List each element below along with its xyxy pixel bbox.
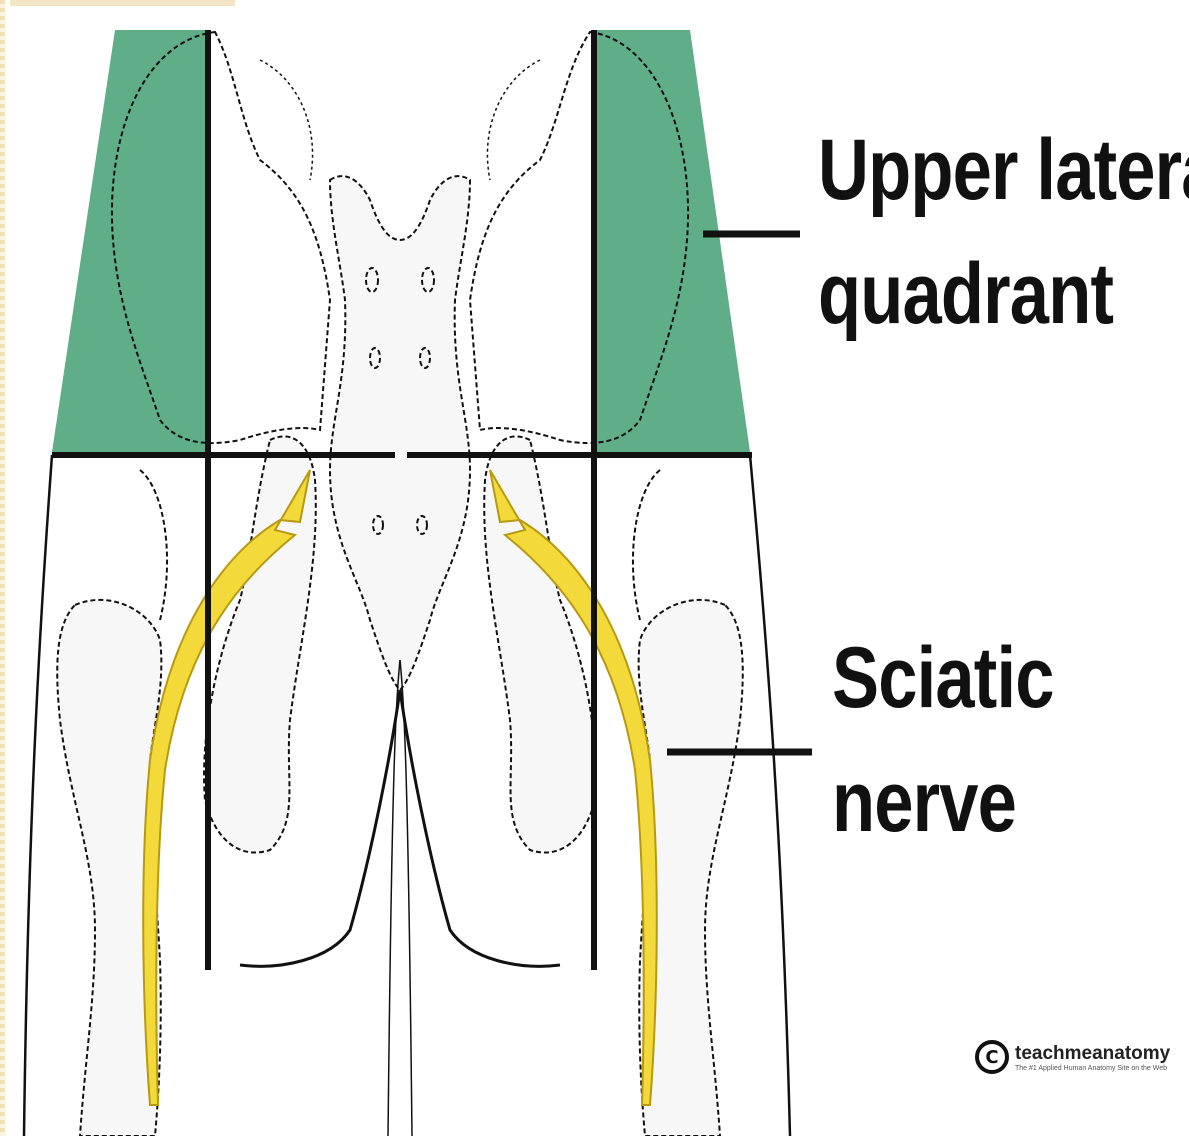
brand-tagline: The #1 Applied Human Anatomy Site on the… bbox=[1015, 1065, 1170, 1072]
gluteal-cleft-line bbox=[388, 660, 412, 1136]
iliac-crest-contour bbox=[260, 60, 540, 180]
credit-text: teachmeanatomy The #1 Applied Human Anat… bbox=[1015, 1043, 1170, 1072]
brand-name: teachmeanatomy bbox=[1015, 1043, 1170, 1065]
sciatic-nerve-label-line2: nerve bbox=[832, 754, 1016, 850]
upper-lateral-quadrant-label-line2: quadrant bbox=[818, 246, 1113, 342]
teachmeanatomy-credit: C teachmeanatomy The #1 Applied Human An… bbox=[975, 1040, 1170, 1074]
copyright-icon: C bbox=[975, 1040, 1009, 1074]
upper-lateral-quadrant-left bbox=[52, 30, 208, 452]
upper-lateral-quadrant-right bbox=[594, 30, 750, 452]
upper-lateral-quadrant-label-line1: Upper lateral bbox=[818, 122, 1189, 218]
sciatic-nerve-label-line1: Sciatic bbox=[832, 630, 1054, 726]
